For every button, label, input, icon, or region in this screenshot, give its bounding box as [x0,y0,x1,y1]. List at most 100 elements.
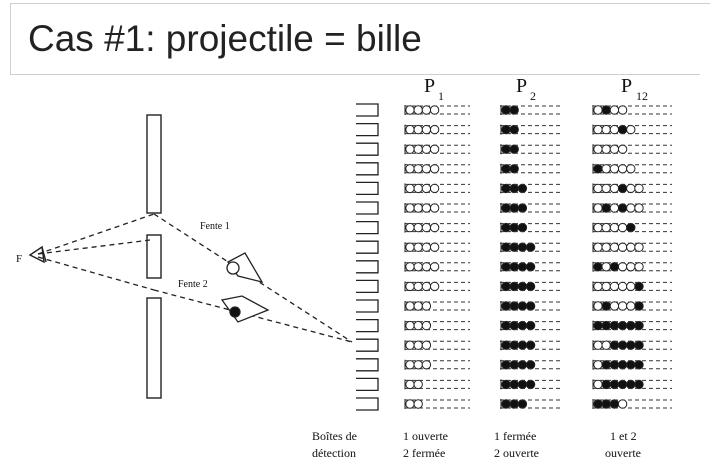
p12-ball [609,105,620,115]
p2-ball [509,340,519,350]
p12-ball [593,262,603,272]
caption-p1-line1: 1 ouverte [403,429,448,443]
p12-ball [593,320,603,331]
p12-ball [609,144,620,154]
p12-ball [601,203,611,213]
p2-ball [517,360,528,370]
p2-ball [509,281,519,292]
p12-ball [617,222,628,233]
trajectory-source-slit1 [37,213,155,255]
p1-ball [405,379,415,390]
p1-ball [429,242,440,252]
p12-ball [601,242,611,252]
p12-ball [617,124,628,135]
p1-ball [405,281,415,292]
p1-ball [421,320,432,331]
column-label-p1: P [424,75,435,97]
p1-ball [413,222,423,233]
p1-ball [413,144,423,154]
ball-grid-p12 [592,105,672,409]
p2-ball [525,242,536,252]
p12-ball [634,379,644,390]
p1-ball [421,124,432,135]
slit2-label: Fente 2 [178,279,208,290]
column-subscript-p12: 12 [636,89,648,103]
p2-ball [517,399,528,409]
caption-p12-line2: ouverte [605,446,641,460]
p12-ball [601,164,611,174]
p12-ball [634,281,644,292]
p12-ball [626,222,636,233]
p2-ball [509,164,519,174]
column-label-p12: P [621,75,632,97]
p2-ball [501,144,511,154]
p2-ball [501,124,511,135]
p2-ball [501,360,511,370]
p12-ball [593,242,603,252]
wall-top-segment [146,114,162,214]
p12-ball [601,183,611,194]
detection-box [356,181,379,196]
p2-ball [501,222,511,233]
p12-ball [626,340,636,350]
p1-ball [429,144,440,154]
p2-ball [517,379,528,390]
p1-ball [405,301,415,311]
source-gun [28,245,47,264]
p1-ball [413,203,423,213]
p1-ball [405,183,415,194]
p2-ball [501,301,511,311]
slit1-label: Fente 1 [200,221,230,232]
p1-ball [421,144,432,154]
caption-boxes: Boîtes de détection [312,429,357,460]
detection-box [356,279,379,294]
wall-bottom-segment [146,297,162,399]
p2-ball [517,301,528,311]
p12-ball [609,222,620,233]
p2-ball [501,164,511,174]
p12-ball [626,281,636,292]
p1-ball [421,222,432,233]
p12-ball [617,242,628,252]
p12-ball [626,164,636,174]
p2-ball [517,183,528,194]
p2-ball [509,183,519,194]
p12-ball [601,144,611,154]
p12-ball [626,183,636,194]
p12-ball [593,281,603,292]
p1-ball [421,360,432,370]
p12-ball [609,281,620,292]
p12-ball [609,320,620,331]
double-slit-diagram: F Fente 1 Fente 2 P [16,75,672,460]
p1-ball [413,379,423,390]
p12-ball [593,222,603,233]
p1-ball [413,124,423,135]
p12-ball [634,262,644,272]
caption-p1-line2: 2 fermée [403,446,445,460]
p1-ball [405,242,415,252]
p1-ball [413,301,423,311]
p12-ball [593,164,603,174]
slide-title: Cas #1: projectile = bille [28,18,422,59]
p2-ball [501,281,511,292]
source-label: F [16,253,22,265]
p1-ball [405,360,415,370]
p12-ball [593,203,603,213]
detection-box [356,201,379,215]
p12-ball [609,379,620,390]
p1-ball [421,281,432,292]
p1-ball [413,281,423,292]
p12-ball [601,360,611,370]
trajectory-source-wall-upper [37,239,151,255]
p2-ball [501,105,511,115]
p1-ball [421,340,432,350]
p12-ball [634,340,644,350]
p12-ball [609,183,620,194]
wall-middle-segment [146,234,162,279]
detection-box [356,358,379,372]
p12-ball [593,340,603,350]
p2-ball [525,301,536,311]
p2-ball [501,379,511,390]
title-bar: Cas #1: projectile = bille [0,0,721,74]
caption-p2-line1: 1 fermée [494,429,536,443]
